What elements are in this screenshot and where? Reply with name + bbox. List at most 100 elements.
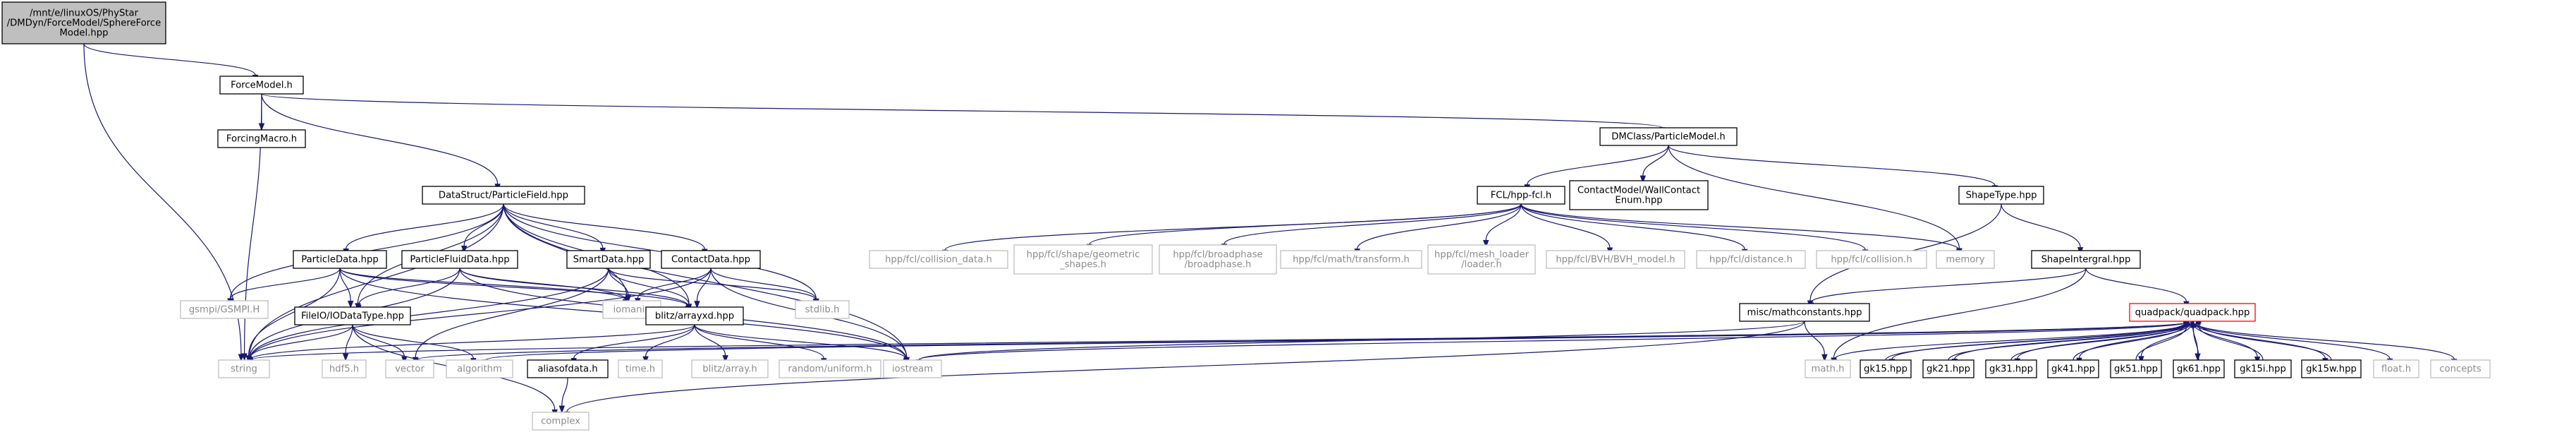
node-smartdata[interactable]: SmartData.hpp bbox=[566, 250, 651, 269]
node-gk15i[interactable]: gk15i.hpp bbox=[2234, 359, 2292, 378]
graph-edges bbox=[83, 43, 2458, 419]
node-gk21[interactable]: gk21.hpp bbox=[1922, 359, 1974, 378]
node-label: gk51.hpp bbox=[2114, 364, 2158, 375]
node-vector: vector bbox=[385, 359, 434, 378]
node-root[interactable]: /mnt/e/linuxOS/PhyStar/DMDyn/ForceModel/… bbox=[1, 1, 166, 44]
node-label: hpp/fcl/collision_data.h bbox=[885, 255, 992, 265]
edge-dmclass-to-shapetype bbox=[1668, 145, 1998, 193]
node-label: /broadphase.h bbox=[1185, 260, 1252, 270]
node-label: hpp/fcl/broadphase bbox=[1173, 250, 1262, 261]
node-quadpack[interactable]: quadpack/quadpack.hpp bbox=[2129, 303, 2256, 322]
node-label: aliasofdata.h bbox=[537, 364, 597, 375]
node-timeh: time.h bbox=[618, 359, 663, 378]
node-label: math.h bbox=[1811, 364, 1844, 375]
node-label: random/uniform.h bbox=[788, 364, 872, 375]
node-label: gk15.hpp bbox=[1864, 364, 1907, 375]
node-label: complex bbox=[541, 417, 580, 427]
edge-dmclass-to-wallcontact bbox=[1640, 145, 1669, 184]
edge-fcl-to-distance bbox=[1520, 203, 1748, 257]
node-gk15[interactable]: gk15.hpp bbox=[1860, 359, 1912, 378]
node-forcemodel[interactable]: ForceModel.h bbox=[219, 76, 304, 95]
edge-particledata-to-gsmpi bbox=[227, 268, 341, 306]
node-label: ShapeIntergral.hpp bbox=[2041, 255, 2131, 265]
edge-quadpack-to-gk15w bbox=[2192, 321, 2328, 366]
node-label: gk41.hpp bbox=[2051, 364, 2095, 375]
edge-fcl-to-meshloader bbox=[1483, 203, 1522, 248]
node-contactdata[interactable]: ContactData.hpp bbox=[661, 250, 761, 269]
node-gk51[interactable]: gk51.hpp bbox=[2110, 359, 2162, 378]
node-fileio[interactable]: FileIO/IODataType.hpp bbox=[294, 306, 411, 325]
node-label: DataStruct/ParticleField.hpp bbox=[439, 191, 568, 201]
node-blitz[interactable]: blitz/arrayxd.hpp bbox=[645, 306, 744, 325]
node-label: memory bbox=[1946, 255, 1984, 265]
node-dmclass[interactable]: DMClass/ParticleModel.h bbox=[1599, 127, 1738, 146]
node-label: FileIO/IODataType.hpp bbox=[301, 311, 404, 322]
node-label: ShapeType.hpp bbox=[1966, 191, 2037, 201]
node-label: gk31.hpp bbox=[1989, 364, 2033, 375]
node-label: blitz/array.h bbox=[702, 364, 757, 375]
node-label: SmartData.hpp bbox=[573, 255, 645, 265]
node-blitzarray: blitz/array.h bbox=[691, 359, 769, 378]
node-label: _shapes.h bbox=[1059, 260, 1106, 270]
node-gk41[interactable]: gk41.hpp bbox=[2047, 359, 2099, 378]
node-label: hdf5.h bbox=[329, 364, 359, 375]
node-label: hpp/fcl/math/transform.h bbox=[1293, 255, 1410, 265]
node-label: stdlib.h bbox=[805, 305, 840, 316]
node-label: gsmpi/GSMPI.H bbox=[189, 305, 260, 316]
node-label: /mnt/e/linuxOS/PhyStar bbox=[30, 8, 139, 19]
node-gk61[interactable]: gk61.hpp bbox=[2173, 359, 2225, 378]
node-label: time.h bbox=[625, 364, 655, 375]
edge-shapeintegral-to-mathconst bbox=[1807, 268, 2087, 311]
edge-gk15-to-quadpack bbox=[1885, 314, 2190, 361]
node-particlefield[interactable]: DataStruct/ParticleField.hpp bbox=[422, 186, 585, 205]
node-label: gk61.hpp bbox=[2177, 364, 2221, 375]
edge-quadpack-to-vector bbox=[413, 321, 2193, 368]
node-label: hpp/fcl/distance.h bbox=[1709, 255, 1793, 265]
node-label: ContactData.hpp bbox=[671, 255, 750, 265]
edge-particledata-to-iomanip bbox=[339, 268, 629, 308]
node-label: /DMDyn/ForceModel/SphereForce bbox=[7, 18, 161, 29]
node-floath: float.h bbox=[2373, 359, 2419, 378]
edge-shapeintegral-to-quadpack bbox=[2085, 268, 2190, 309]
node-label: gk15i.hpp bbox=[2240, 364, 2286, 375]
node-gk15w[interactable]: gk15w.hpp bbox=[2301, 359, 2362, 378]
node-shapeintegral[interactable]: ShapeIntergral.hpp bbox=[2031, 250, 2141, 269]
edge-fileio-to-vector bbox=[352, 324, 408, 364]
node-particledata[interactable]: ParticleData.hpp bbox=[293, 250, 387, 269]
node-transform: hpp/fcl/math/transform.h bbox=[1280, 250, 1422, 269]
node-stdlib: stdlib.h bbox=[795, 300, 850, 319]
edge-dmclass-to-memory bbox=[1668, 145, 1962, 256]
node-geomshapes: hpp/fcl/shape/geometric_shapes.h bbox=[1013, 244, 1153, 275]
node-hdf5: hdf5.h bbox=[322, 359, 367, 378]
node-bvh: hpp/fcl/BVH/BVH_model.h bbox=[1546, 250, 1685, 269]
node-label: DMClass/ParticleModel.h bbox=[1611, 132, 1726, 143]
node-string: string bbox=[218, 359, 270, 378]
edge-fileio-to-hdf5 bbox=[342, 324, 353, 361]
node-iostream: iostream bbox=[883, 359, 942, 378]
edge-shapetype-to-shapeintegral bbox=[2001, 203, 2084, 256]
node-label: ParticleData.hpp bbox=[301, 255, 379, 265]
node-label: misc/mathconstants.hpp bbox=[1747, 308, 1862, 318]
edge-gk61-to-quadpack bbox=[2190, 320, 2199, 361]
node-fcl[interactable]: FCL/hpp-fcl.h bbox=[1477, 186, 1565, 205]
node-label: concepts bbox=[2439, 364, 2482, 375]
node-label: quadpack/quadpack.hpp bbox=[2135, 308, 2250, 318]
node-broadphase: hpp/fcl/broadphase/broadphase.h bbox=[1159, 244, 1277, 275]
node-aliasofdata[interactable]: aliasofdata.h bbox=[527, 359, 609, 378]
node-forcingmacro[interactable]: ForcingMacro.h bbox=[217, 129, 306, 148]
node-meshloader: hpp/fcl/mesh_loader/loader.h bbox=[1427, 244, 1536, 275]
graph-nodes: /mnt/e/linuxOS/PhyStar/DMDyn/ForceModel/… bbox=[1, 1, 2491, 431]
node-label: iostream bbox=[892, 364, 933, 375]
node-particlefluiddata[interactable]: ParticleFluidData.hpp bbox=[401, 250, 518, 269]
node-label: string bbox=[231, 364, 257, 375]
node-shapetype[interactable]: ShapeType.hpp bbox=[1958, 186, 2044, 205]
node-complex: complex bbox=[532, 412, 590, 431]
edge-contactdata-to-blitz bbox=[694, 268, 712, 309]
node-mathconst[interactable]: misc/mathconstants.hpp bbox=[1739, 303, 1870, 322]
edge-fcl-to-broadphase bbox=[1221, 203, 1522, 252]
edge-particlefield-to-iostream bbox=[503, 203, 910, 366]
node-gk31[interactable]: gk31.hpp bbox=[1985, 359, 2037, 378]
node-label: ForceModel.h bbox=[231, 80, 293, 91]
